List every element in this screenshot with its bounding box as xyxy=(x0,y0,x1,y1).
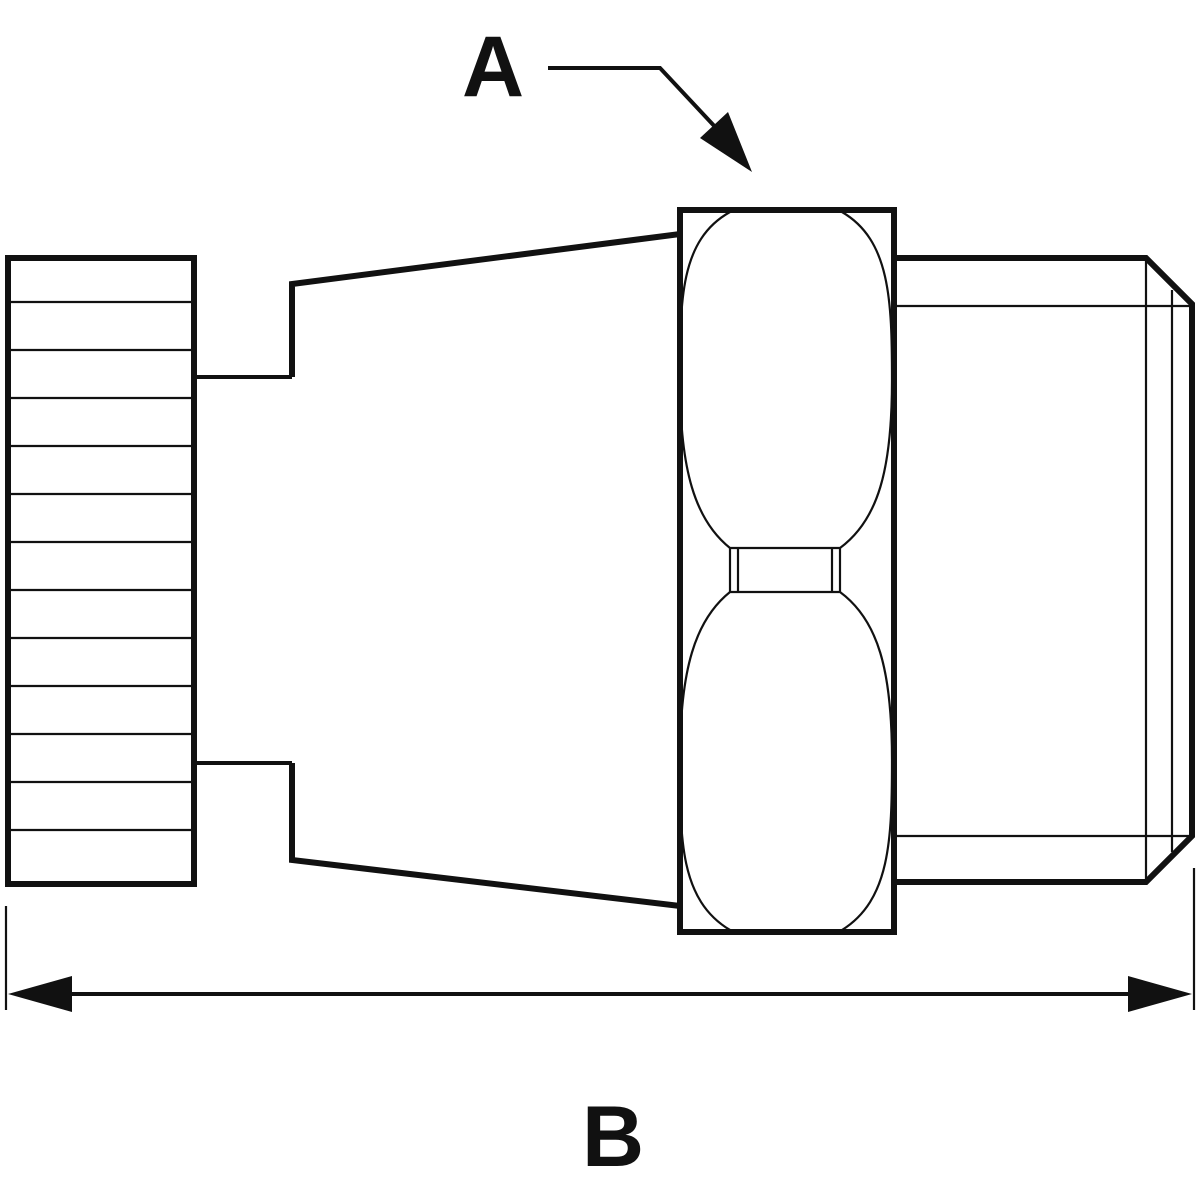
hex-nut-outline xyxy=(677,207,897,935)
knurled-cap-outline xyxy=(5,255,197,887)
knurled-cap xyxy=(5,255,197,887)
hex-upper-face xyxy=(678,211,894,550)
hex-lower-face xyxy=(678,590,894,931)
threaded-end-outline xyxy=(894,255,1195,885)
dimension-b-label: B xyxy=(582,1089,644,1185)
tapered-body xyxy=(289,230,683,910)
callout-a-label: A xyxy=(462,19,524,115)
knurl-lines xyxy=(10,300,192,832)
dimension-b-arrow-left xyxy=(8,976,72,1012)
hex-nut xyxy=(677,207,897,935)
dimension-b-arrow-right xyxy=(1128,976,1192,1012)
callout-a-arrowhead xyxy=(700,112,752,172)
callout-a-leader xyxy=(548,66,720,132)
threaded-end xyxy=(894,255,1195,885)
dimension-b: B xyxy=(4,868,1196,1185)
callout-a: A xyxy=(462,19,752,172)
neck xyxy=(194,375,292,765)
